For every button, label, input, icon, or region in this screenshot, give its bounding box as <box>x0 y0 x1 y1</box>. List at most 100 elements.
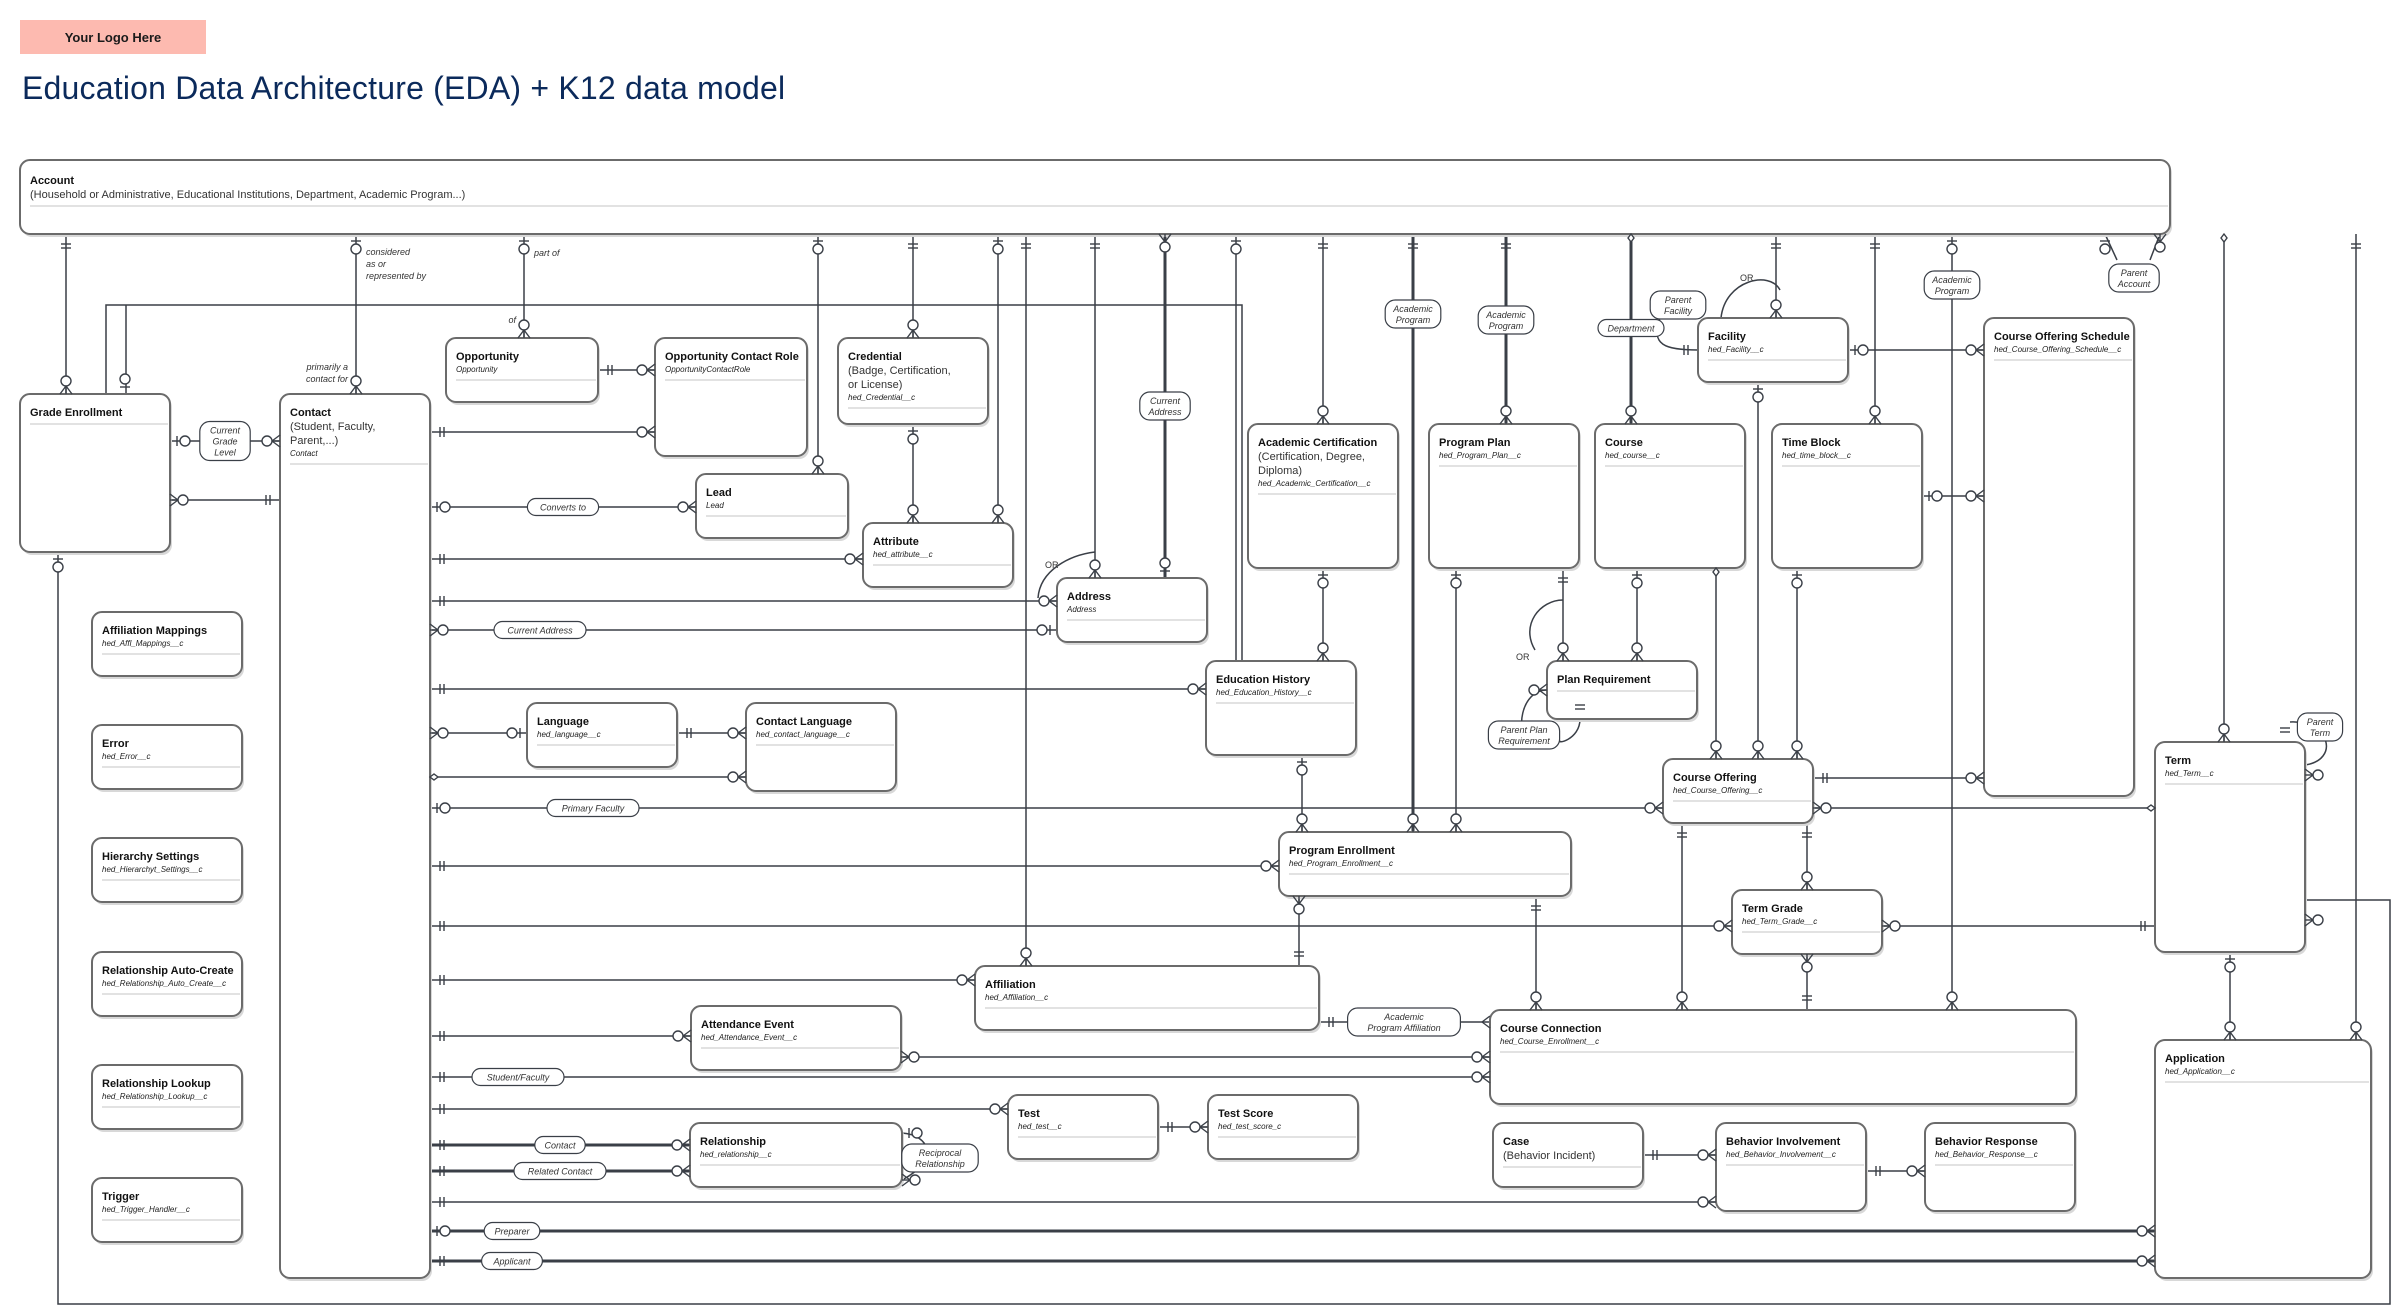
relationship-line <box>1656 317 1699 351</box>
svg-text:Program: Program <box>1935 286 1970 296</box>
entity-hierarchy-settings[interactable]: Hierarchy Settingshed_Hierarchyt_Setting… <box>91 837 244 905</box>
entity-box <box>91 1064 243 1130</box>
cardinality-zone-icon <box>1854 344 1869 356</box>
cardinality-zone-icon <box>506 727 521 739</box>
entity-title: Time Block <box>1782 437 1841 449</box>
entity-relationship-lookup[interactable]: Relationship Lookuphed_Relationship_Look… <box>91 1064 244 1132</box>
svg-text:Academic: Academic <box>1392 304 1433 314</box>
entity-course-connection[interactable]: Course Connectionhed_Course_Enrollment__… <box>1489 1009 2078 1107</box>
cardinality-one-icon <box>1021 243 1031 249</box>
cardinality-one-icon <box>1167 1122 1173 1132</box>
entity-grade-enrollment[interactable]: Grade Enrollment <box>19 393 172 555</box>
cardinality-zmany-icon <box>1675 991 1689 1011</box>
cardinality-one-icon <box>1870 243 1880 249</box>
entity-course-offering-schedule[interactable]: Course Offering Schedulehed_Course_Offer… <box>1983 317 2136 799</box>
cardinality-one-icon <box>607 365 613 375</box>
cardinality-zmany-icon <box>906 504 920 524</box>
entity-behavior-involvement[interactable]: Behavior Involvementhed_Behavior_Involve… <box>1715 1122 1868 1214</box>
entity-api-name: hed_course__c <box>1605 451 1660 460</box>
entity-box <box>1924 1122 2076 1212</box>
entity-box <box>1594 423 1746 569</box>
entity-box <box>91 724 243 790</box>
svg-text:Requirement: Requirement <box>1498 736 1550 746</box>
relationship-line <box>1720 279 1781 319</box>
cardinality-zone-icon <box>350 240 362 255</box>
cardinality-zmany-icon <box>727 726 747 740</box>
cardinality-zmany-icon <box>956 973 976 987</box>
entity-box <box>445 337 599 403</box>
cardinality-zmany-icon <box>900 1050 920 1064</box>
entity-box <box>654 337 808 457</box>
cardinality-one-icon <box>439 596 445 606</box>
rel-label-primary-faculty: Primary Faculty <box>546 798 640 818</box>
entity-opportunity-contact-role[interactable]: Opportunity Contact RoleOpportunityConta… <box>654 337 809 459</box>
entity-education-history[interactable]: Education Historyhed_Education_History__… <box>1205 660 1358 758</box>
cardinality-zone-icon <box>436 802 451 814</box>
cardinality-one-icon <box>1558 577 1568 583</box>
svg-text:Department: Department <box>1607 324 1655 334</box>
cardinality-zmany-icon <box>844 552 864 566</box>
svg-text:considered: considered <box>366 247 411 257</box>
cardinality-zone-icon <box>518 240 530 255</box>
svg-text:Facility: Facility <box>1664 306 1693 316</box>
cardinality-dia-icon <box>1712 566 1720 578</box>
cardinality-one-icon <box>1501 243 1511 249</box>
entity-behavior-response[interactable]: Behavior Responsehed_Behavior_Response__… <box>1924 1122 2077 1214</box>
cardinality-one-icon <box>439 1140 445 1150</box>
svg-text:Applicant: Applicant <box>492 1257 531 1267</box>
entity-case[interactable]: Case(Behavior Incident) <box>1492 1122 1645 1190</box>
cardinality-one-icon <box>2140 921 2146 931</box>
cardinality-zone-icon <box>1159 557 1171 572</box>
svg-text:OR: OR <box>1740 273 1754 283</box>
entity-box <box>91 611 243 677</box>
cardinality-markers <box>52 232 2363 1268</box>
entity-academic-certification[interactable]: Academic Certification(Certification, De… <box>1247 423 1400 571</box>
cardinality-zmany-icon <box>636 363 656 377</box>
cardinality-one-icon <box>1328 1017 1334 1027</box>
entity-subtitle: Parent,...) <box>290 435 338 447</box>
entity-box <box>279 393 431 1279</box>
svg-text:Academic: Academic <box>1485 310 1526 320</box>
entity-title: Attendance Event <box>701 1019 794 1031</box>
entity-contact[interactable]: Contact(Student, Faculty,Parent,...)Cont… <box>279 393 432 1281</box>
cardinality-zmany-icon <box>727 770 747 784</box>
cardinality-zone-icon <box>992 240 1004 255</box>
entity-api-name: hed_Application__c <box>2165 1067 2235 1076</box>
entity-relationship-auto-create[interactable]: Relationship Auto-Createhed_Relationship… <box>91 951 244 1019</box>
cardinality-zmany-icon <box>1906 1164 1926 1178</box>
cardinality-one-icon <box>908 243 918 249</box>
entity-title: Language <box>537 716 589 728</box>
entity-account[interactable]: Account(Household or Administrative, Edu… <box>19 159 2172 237</box>
cardinality-zmany-icon <box>1965 489 1985 503</box>
cardinality-zmany-icon <box>1812 801 1832 815</box>
entity-credential[interactable]: Credential(Badge, Certification,or Licen… <box>837 337 990 427</box>
entity-program-enrollment[interactable]: Program Enrollmenthed_Program_Enrollment… <box>1278 831 1573 899</box>
entity-plan-requirement[interactable]: Plan Requirement <box>1546 660 1699 722</box>
